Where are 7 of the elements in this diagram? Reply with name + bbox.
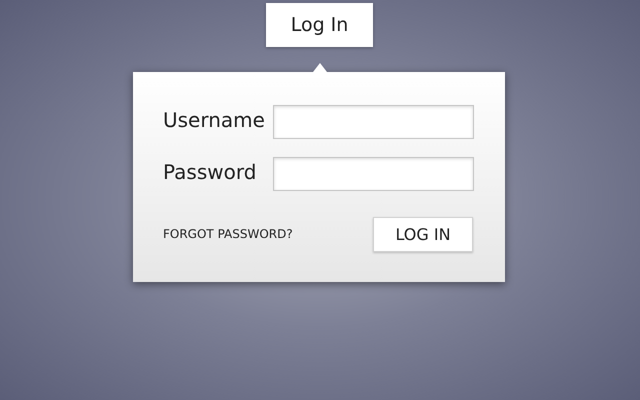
- input-field: [273, 105, 474, 139]
- input-field: [273, 157, 474, 191]
- login-button: LOG IN: [373, 217, 473, 252]
- tab: Log In: [266, 3, 373, 47]
- field-label: Username: [163, 108, 265, 132]
- forgot-password-link: FORGOT PASSWORD?: [163, 227, 293, 241]
- field-label: Password: [163, 160, 256, 184]
